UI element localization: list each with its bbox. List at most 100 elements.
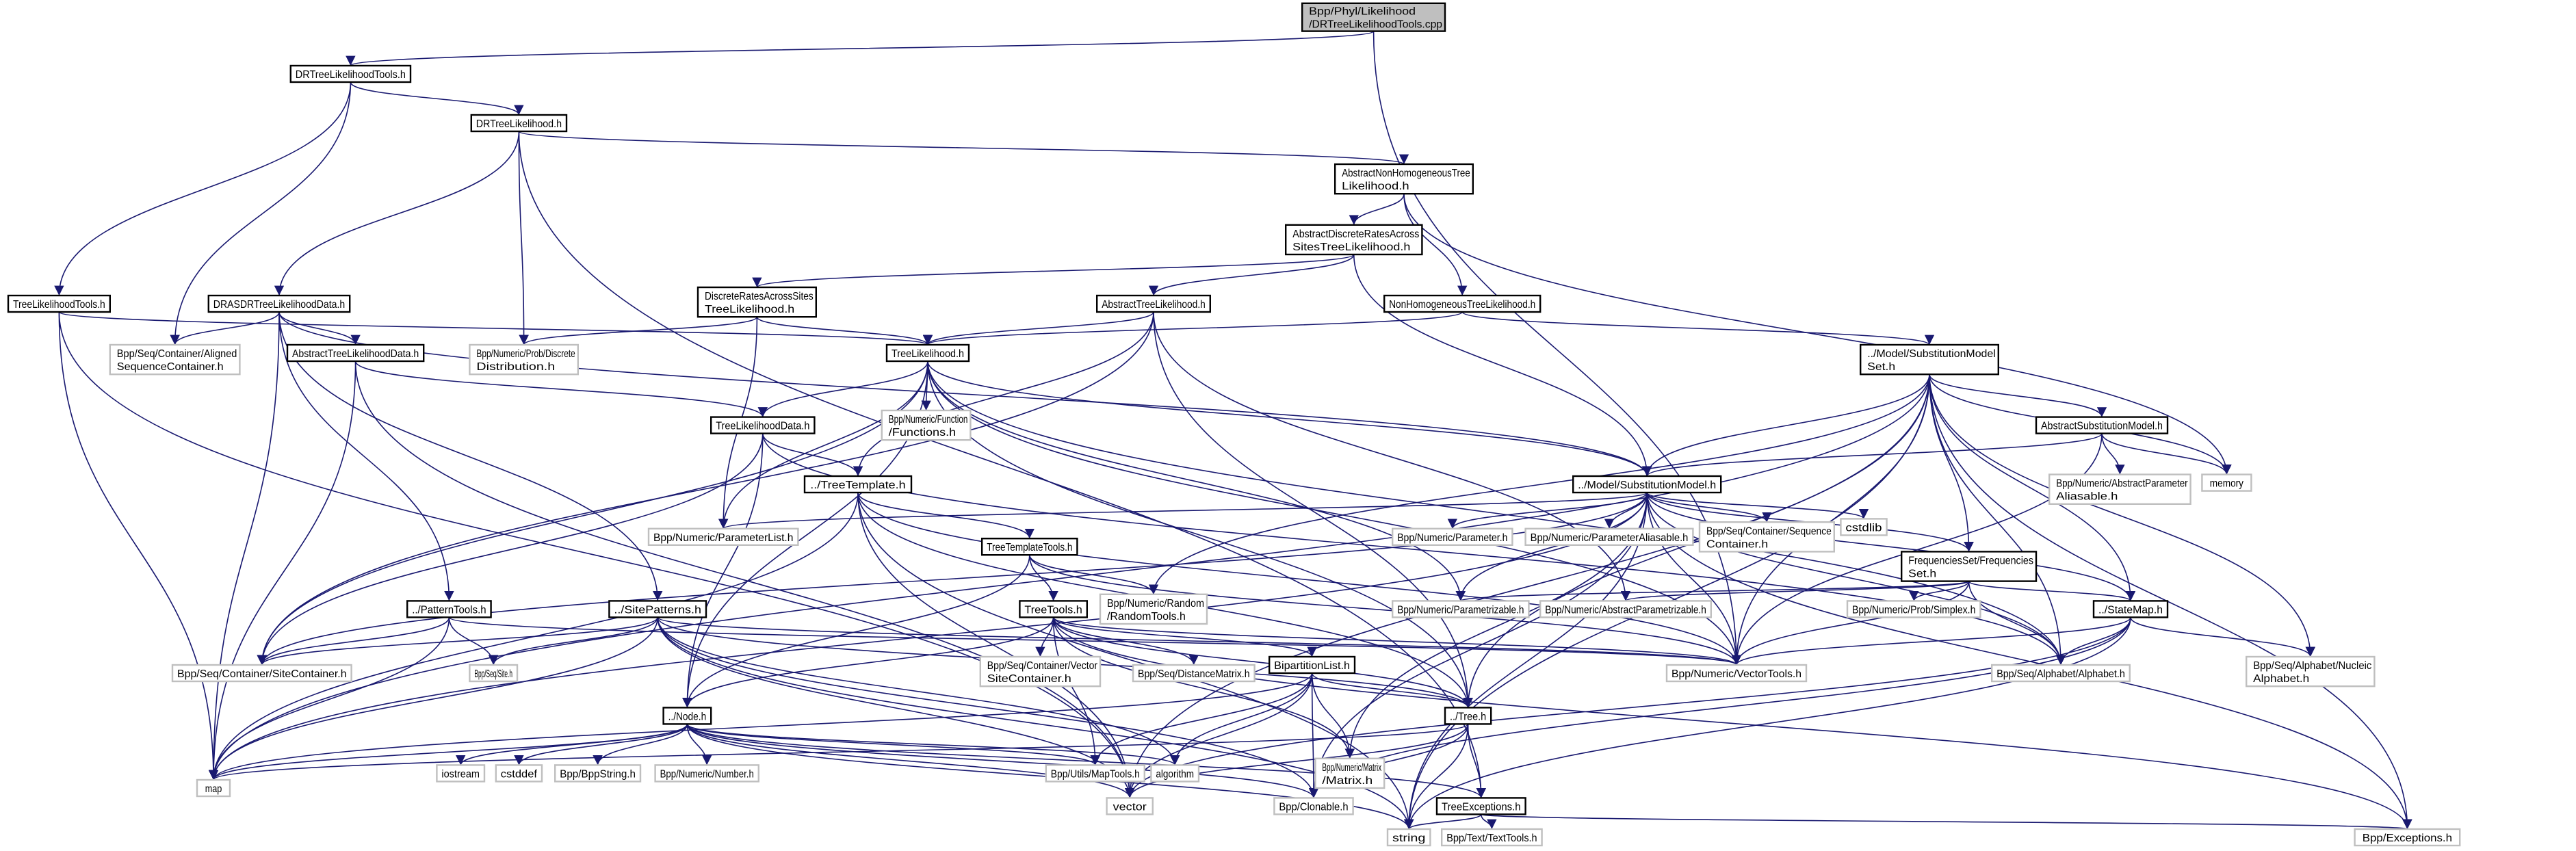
edge-sp-to-sc xyxy=(257,617,658,666)
node-box xyxy=(1284,224,1423,256)
node-label: Distribution.h xyxy=(476,361,555,373)
node-label: TreeLikelihood.h xyxy=(705,304,794,315)
node-box xyxy=(2048,473,2191,505)
node-label: Set.h xyxy=(1867,361,1895,373)
node-asm[interactable]: AbstractSubstitutionModel.h xyxy=(2035,416,2169,434)
node-sm[interactable]: ../Model/SubstitutionModel.h xyxy=(1572,475,1722,494)
node-label: Bpp/Text/TextTools.h xyxy=(1446,833,1537,844)
node-texc[interactable]: TreeExceptions.h xyxy=(1435,797,1526,815)
edge-sp-to-algo xyxy=(657,617,1180,765)
node-mat: Bpp/Numeric/Matrix/Matrix.h xyxy=(1314,757,1385,789)
node-box xyxy=(1273,797,1354,815)
node-box xyxy=(2245,655,2376,688)
node-box xyxy=(1444,707,1492,725)
node-cstdlib: cstdlib xyxy=(1840,518,1888,536)
node-drasdr[interactable]: DRASDRTreeLikelihoodData.h xyxy=(207,294,351,313)
node-tl[interactable]: TreeLikelihood.h xyxy=(885,343,970,363)
node-label: /Matrix.h xyxy=(1322,775,1372,787)
edge-sms-to-map xyxy=(208,374,1930,781)
node-label: Bpp/Seq/Container/Sequence xyxy=(1706,525,1832,537)
node-algo: algorithm xyxy=(1150,764,1200,783)
node-tree[interactable]: ../Tree.h xyxy=(1444,707,1492,725)
node-pt[interactable]: ../PatternTools.h xyxy=(406,600,492,618)
node-box xyxy=(803,475,913,494)
edge-bl-to-algo xyxy=(1170,672,1313,765)
edge-fs-to-simplex xyxy=(1909,581,1970,601)
node-label: ../Model/SubstitutionModel xyxy=(1867,348,1996,360)
node-label: ../StateMap.h xyxy=(2098,604,2163,616)
node-sp[interactable]: ../SitePatterns.h xyxy=(608,600,707,618)
node-box xyxy=(1990,664,2131,683)
node-label: Bpp/Numeric/Matrix xyxy=(1322,762,1381,774)
node-bstr: Bpp/BppString.h xyxy=(554,764,642,783)
node-label: ../Model/SubstitutionModel.h xyxy=(1578,480,1716,491)
node-fs[interactable]: FrequenciesSet/FrequenciesSet.h xyxy=(1900,551,2038,582)
node-label: Bpp/Seq/Container/Aligned xyxy=(117,348,237,360)
node-tld[interactable]: TreeLikelihoodData.h xyxy=(710,416,816,434)
node-stm[interactable]: ../StateMap.h xyxy=(2092,600,2169,618)
node-drtlt[interactable]: DRTreeLikelihoodTools.h xyxy=(289,64,412,83)
node-exc: Bpp/Exceptions.h xyxy=(2354,828,2461,847)
node-clon: Bpp/Clonable.h xyxy=(1273,797,1354,815)
node-label: string xyxy=(1392,833,1425,844)
node-nhtl[interactable]: NonHomogeneousTreeLikelihood.h xyxy=(1383,294,1541,313)
edge-dras-to-tl xyxy=(756,316,933,345)
node-label: Bpp/Numeric/Parameter.h xyxy=(1397,532,1507,544)
node-box xyxy=(469,343,580,376)
edge-drtlt-to-tlt xyxy=(54,81,352,296)
edge-node-to-bstr xyxy=(593,724,688,765)
node-box xyxy=(1572,475,1722,494)
node-atl[interactable]: AbstractTreeLikelihood.h xyxy=(1095,294,1211,313)
edge-sp-to-vector xyxy=(657,617,1135,798)
edge-tl-to-tld xyxy=(757,361,928,417)
node-label: ../TreeTemplate.h xyxy=(810,480,905,491)
node-label: map xyxy=(205,783,222,795)
edge-sms-to-nalpha xyxy=(1929,374,2315,657)
edge-atl-to-sc xyxy=(257,311,1154,666)
node-box xyxy=(881,409,972,441)
edge-bl-to-mat xyxy=(1311,672,1355,759)
edge-sp-to-map xyxy=(208,617,658,781)
node-label: Alphabet.h xyxy=(2253,673,2309,685)
node-box xyxy=(979,655,1102,688)
node-tlt[interactable]: TreeLikelihoodTools.h xyxy=(7,294,112,313)
node-drtl[interactable]: DRTreeLikelihood.h xyxy=(470,114,568,133)
node-label: TreeTools.h xyxy=(1024,604,1082,616)
node-box xyxy=(2092,600,2169,618)
edge-stm-to-vt xyxy=(1732,617,2131,666)
edge-fs-to-aprm xyxy=(1621,580,1970,602)
node-rt: Bpp/Numeric/Random/RandomTools.h xyxy=(1099,593,1208,625)
node-adras[interactable]: AbstractDiscreteRatesAcrossSitesTreeLike… xyxy=(1284,224,1423,256)
edge-fs-to-stm xyxy=(1968,580,2135,602)
edges-layer xyxy=(54,30,2412,830)
node-box xyxy=(2035,416,2169,434)
edge-tld-to-tt xyxy=(762,433,863,477)
node-map: map xyxy=(196,778,231,798)
node-bl[interactable]: BipartitionList.h xyxy=(1268,655,1356,675)
edge-atld-to-vector xyxy=(354,361,1135,798)
node-vector: vector xyxy=(1106,797,1154,815)
node-label: DRTreeLikelihood.h xyxy=(476,118,562,130)
node-root[interactable]: Bpp/Phyl/Likelihood/DRTreeLikelihoodTool… xyxy=(1301,2,1446,32)
node-box xyxy=(980,538,1078,556)
node-node[interactable]: ../Node.h xyxy=(662,707,712,725)
node-tts[interactable]: TreeTools.h xyxy=(1019,600,1089,618)
edge-anhtl-to-memory xyxy=(1403,194,2232,475)
node-tt[interactable]: ../TreeTemplate.h xyxy=(803,475,913,494)
node-label: TreeLikelihoodTools.h xyxy=(13,299,105,311)
node-label: /Functions.h xyxy=(889,427,956,438)
node-label: Set.h xyxy=(1908,568,1936,580)
edge-sm-to-clon xyxy=(1308,492,1648,798)
edge-sm-to-prm xyxy=(1455,492,1648,601)
node-box xyxy=(697,286,818,318)
edge-tt-to-vt xyxy=(857,492,1742,666)
edge-node-to-num xyxy=(686,724,712,765)
edge-stm-to-nalpha xyxy=(2130,617,2315,657)
node-box xyxy=(2354,828,2461,847)
node-ttt[interactable]: TreeTemplateTools.h xyxy=(980,538,1078,556)
edge-bl-to-mapt xyxy=(1090,672,1313,765)
node-atld[interactable]: AbstractTreeLikelihoodData.h xyxy=(286,343,425,363)
